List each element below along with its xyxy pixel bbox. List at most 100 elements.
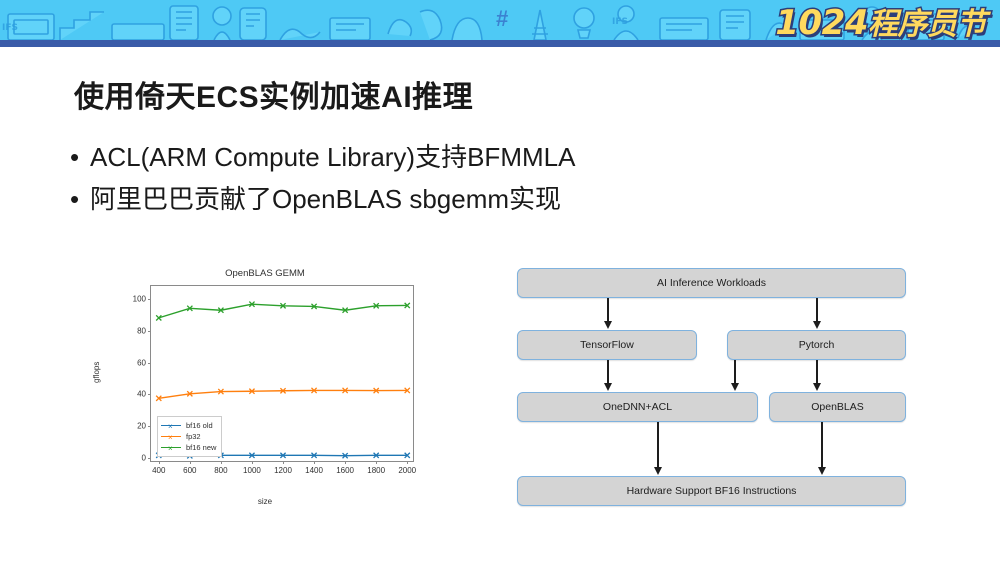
svg-text:IFS: IFS xyxy=(2,23,18,33)
chart-data-point-marker xyxy=(404,302,411,309)
chart-data-point-marker xyxy=(310,387,318,394)
flow-box-label: OneDNN+ACL xyxy=(602,401,673,413)
chart-x-tick-label: 1200 xyxy=(274,466,292,475)
bullet-item-1: • ACL(ARM Compute Library)支持BFMMLA xyxy=(70,136,575,178)
chart-x-tick-label: 800 xyxy=(214,466,228,475)
chart-y-tick-mark xyxy=(148,362,151,364)
chart-data-point-marker xyxy=(342,307,349,314)
slide-title: 使用倚天ECS实例加速AI推理 xyxy=(74,81,474,114)
chart-y-tick-label: 100 xyxy=(132,294,146,304)
chart-y-tick-label: 80 xyxy=(137,326,146,336)
chart-data-point-marker xyxy=(155,314,162,321)
chart-x-tick-label: 2000 xyxy=(398,466,417,475)
chart-data-point-marker xyxy=(404,387,411,394)
flow-arrow-pytorch-to-onednn xyxy=(730,360,739,391)
chart-y-tick-label: 20 xyxy=(137,421,146,431)
chart-data-point-marker xyxy=(248,301,256,308)
chart-y-tick-label: 0 xyxy=(141,453,146,463)
chart-data-point-marker xyxy=(373,302,380,309)
chart-data-point-marker xyxy=(186,305,193,312)
chart-y-tick-mark xyxy=(148,298,151,300)
chart-data-point-marker xyxy=(342,452,349,459)
chart-x-tick-mark xyxy=(376,461,378,464)
flow-box-pytorch: Pytorch xyxy=(727,330,906,360)
chart-y-tick-mark xyxy=(148,458,151,460)
chart-x-tick-label: 1800 xyxy=(367,466,386,475)
chart-data-point-marker xyxy=(155,395,162,402)
chart-x-tick-mark xyxy=(314,461,316,464)
chart-data-point-marker xyxy=(279,302,287,309)
bullet-list: • ACL(ARM Compute Library)支持BFMMLA • 阿里巴巴贡… xyxy=(70,136,575,220)
chart-x-tick-label: 1000 xyxy=(243,466,261,475)
chart-data-point-marker xyxy=(404,452,411,459)
bullet-marker: • xyxy=(70,142,80,172)
flow-box-label: OpenBLAS xyxy=(811,401,864,413)
svg-text:#: # xyxy=(496,6,508,31)
flow-arrow-workloads-to-tensorflow xyxy=(603,298,612,329)
chart-x-tick-mark xyxy=(283,461,284,464)
chart-data-point-marker xyxy=(373,452,380,459)
chart-legend-swatch: × xyxy=(161,432,181,441)
bullet-item-2: • 阿里巴巴贡献了OpenBLAS sbgemm实现 xyxy=(70,178,575,220)
chart-title: OpenBLAS GEMM xyxy=(225,268,305,279)
chart-legend-item: × fp32 xyxy=(161,431,216,442)
chart-legend-label: fp32 xyxy=(186,432,201,441)
chart-x-tick-mark xyxy=(251,461,253,464)
bullet-text-1: ACL(ARM Compute Library)支持BFMMLA xyxy=(90,142,576,172)
chart-legend: × bf16 old × fp32 × bf16 new xyxy=(157,416,223,457)
architecture-flowchart: AI Inference Workloads TensorFlow Pytorc… xyxy=(517,268,906,506)
event-logo-text: 程序员节 xyxy=(867,6,989,44)
event-logo: 1024程序员节 xyxy=(774,2,989,46)
flow-arrow-tensorflow-to-onednn xyxy=(603,360,612,391)
flow-arrow-pytorch-to-openblas xyxy=(812,360,821,391)
chart-x-tick-label: 400 xyxy=(152,466,166,475)
chart-x-tick-mark xyxy=(158,461,160,464)
flow-box-tensorflow: TensorFlow xyxy=(517,330,697,360)
chart-x-tick-mark xyxy=(189,461,191,464)
bullet-marker: • xyxy=(70,184,80,214)
chart-x-tick-mark xyxy=(220,461,222,464)
chart-data-point-marker xyxy=(342,387,349,394)
chart-data-point-marker xyxy=(279,452,287,459)
chart-y-tick-label: 40 xyxy=(137,389,146,399)
openblas-gemm-chart: OpenBLAS GEMM gflops size × bf16 old × fp32… xyxy=(92,265,430,520)
flow-box-hardware-support: Hardware Support BF16 Instructions xyxy=(517,476,906,506)
chart-x-axis-label: size xyxy=(257,497,273,506)
chart-y-tick-mark xyxy=(148,394,151,396)
event-logo-number: 1024 xyxy=(774,2,870,45)
banner-illustration-art: # IFS IFS xyxy=(0,0,1000,47)
chart-data-point-marker xyxy=(217,307,224,314)
chart-data-point-marker xyxy=(248,452,256,459)
banner-baseline xyxy=(0,40,1000,47)
flow-box-label: AI Inference Workloads xyxy=(657,277,766,289)
top-banner: # IFS IFS xyxy=(0,0,1000,47)
flow-box-label: Hardware Support BF16 Instructions xyxy=(626,485,797,497)
flow-arrow-onednn-to-hardware xyxy=(653,422,662,475)
chart-legend-item: × bf16 old xyxy=(161,420,216,431)
chart-legend-swatch: × xyxy=(161,443,181,452)
bullet-text-2: 阿里巴巴贡献了OpenBLAS sbgemm实现 xyxy=(90,184,562,214)
chart-x-tick-label: 1400 xyxy=(305,466,323,475)
chart-data-point-marker xyxy=(248,388,256,395)
svg-text:IFS: IFS xyxy=(612,17,628,27)
chart-x-tick-label: 1600 xyxy=(336,466,355,475)
flow-box-ai-inference-workloads: AI Inference Workloads xyxy=(517,268,906,298)
chart-data-point-marker xyxy=(186,390,193,397)
flow-box-onednn-acl: OneDNN+ACL xyxy=(517,392,758,422)
flow-arrow-workloads-to-pytorch xyxy=(812,298,821,329)
flow-arrow-openblas-to-hardware xyxy=(817,422,826,475)
chart-x-tick-mark xyxy=(345,461,347,464)
chart-legend-label: bf16 old xyxy=(186,421,213,430)
chart-y-axis-label: gflops xyxy=(92,361,101,383)
flow-box-label: Pytorch xyxy=(798,339,835,351)
chart-legend-swatch: × xyxy=(161,421,181,430)
flow-box-openblas: OpenBLAS xyxy=(769,392,906,422)
chart-y-tick-mark xyxy=(148,426,151,428)
chart-y-tick-mark xyxy=(148,330,151,332)
chart-y-tick-label: 60 xyxy=(137,358,146,368)
chart-x-tick-mark xyxy=(407,461,409,464)
chart-legend-label: bf16 new xyxy=(186,443,217,452)
chart-data-point-marker xyxy=(217,388,224,395)
